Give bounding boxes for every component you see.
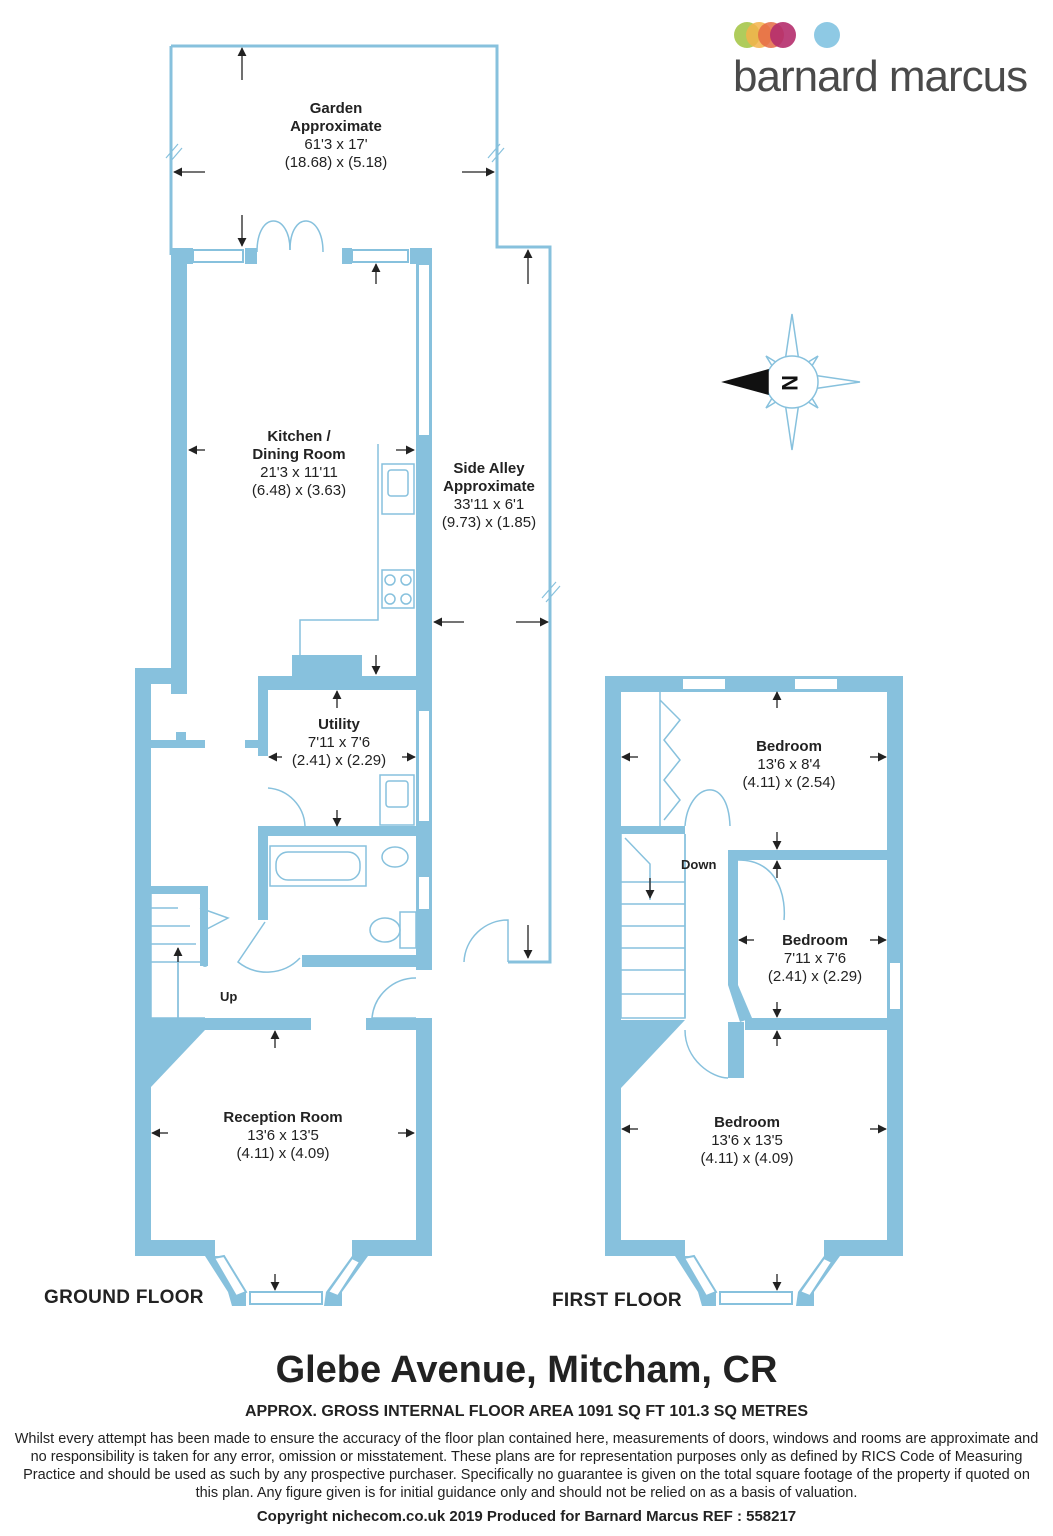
room-imperial: 13'6 x 13'5 <box>247 1127 319 1144</box>
room-name: Dining Room <box>252 446 346 463</box>
dimension-arrows <box>151 47 887 1291</box>
room-kitchen: Kitchen / Dining Room 21'3 x 11'11 (6.48… <box>199 428 399 500</box>
room-metric: (4.11) x (4.09) <box>700 1150 794 1167</box>
room-name: Reception Room <box>223 1109 343 1126</box>
room-name: Approximate <box>443 478 535 495</box>
compass-north-letter: N <box>776 375 802 391</box>
room-name: Kitchen / <box>267 428 331 445</box>
property-title: Glebe Avenue, Mitcham, CR <box>275 1349 778 1391</box>
first-floor-label: FIRST FLOOR <box>552 1290 682 1311</box>
room-metric: (6.48) x (3.63) <box>251 482 347 499</box>
room-name: Side Alley <box>453 460 525 477</box>
room-imperial: 21'3 x 11'11 <box>260 464 338 481</box>
room-metric: (4.11) x (4.09) <box>236 1145 330 1162</box>
room-imperial: 7'11 x 7'6 <box>307 734 371 751</box>
room-bedroom-rear: Bedroom 13'6 x 8'4 (4.11) x (2.54) <box>714 738 864 792</box>
room-metric: (9.73) x (1.85) <box>441 514 537 531</box>
brand-dots-icon <box>734 22 840 48</box>
disclaimer: Whilst every attempt has been made to en… <box>14 1431 1039 1501</box>
ground-floor-fixtures <box>150 220 509 1019</box>
garden-outline <box>169 44 552 964</box>
room-bedroom-small: Bedroom 7'11 x 7'6 (2.41) x (2.29) <box>740 932 890 986</box>
break-marks <box>165 143 561 603</box>
room-name: Bedroom <box>756 738 822 755</box>
room-bedroom-front: Bedroom 13'6 x 13'5 (4.11) x (4.09) <box>672 1114 822 1168</box>
stairs-down-label: Down <box>681 857 717 872</box>
room-name: Garden <box>309 100 363 117</box>
room-side-alley: Side Alley Approximate 33'11 x 6'1 (9.73… <box>414 460 564 532</box>
room-utility: Utility 7'11 x 7'6 (2.41) x (2.29) <box>274 716 404 770</box>
room-imperial: 13'6 x 13'5 <box>711 1132 783 1149</box>
brand-name: barnard marcus <box>733 52 1028 101</box>
ground-bay-windows <box>212 1254 362 1298</box>
room-name: Bedroom <box>714 1114 780 1131</box>
room-imperial: 61'3 x 17' <box>304 136 368 153</box>
room-metric: (2.41) x (2.29) <box>767 968 863 985</box>
room-imperial: 7'11 x 7'6 <box>783 950 847 967</box>
brand-logo: barnard marcus <box>733 18 1033 101</box>
room-metric: (2.41) x (2.29) <box>291 752 387 769</box>
room-name: Utility <box>318 716 360 733</box>
first-floor-fixtures <box>620 692 786 1079</box>
footer-credits: Copyright nichecom.co.uk 2019 Produced f… <box>256 1508 797 1525</box>
room-name: Bedroom <box>782 932 848 949</box>
first-bay-windows <box>682 1254 834 1298</box>
compass-rose <box>721 313 861 451</box>
room-imperial: 33'11 x 6'1 <box>453 496 525 513</box>
ground-floor-windows <box>192 249 431 1305</box>
room-garden: Garden Approximate 61'3 x 17' (18.68) x … <box>236 100 436 172</box>
floor-area: APPROX. GROSS INTERNAL FLOOR AREA 1091 S… <box>244 1403 809 1420</box>
room-name: Approximate <box>290 118 382 135</box>
ground-floor-label: GROUND FLOOR <box>44 1287 204 1308</box>
room-metric: (4.11) x (2.54) <box>742 774 836 791</box>
first-floor-windows <box>681 677 902 1305</box>
room-imperial: 13'6 x 8'4 <box>757 756 821 773</box>
stairs-up-label: Up <box>220 989 238 1004</box>
room-metric: (18.68) x (5.18) <box>284 154 388 171</box>
room-reception: Reception Room 13'6 x 13'5 (4.11) x (4.0… <box>183 1109 383 1163</box>
